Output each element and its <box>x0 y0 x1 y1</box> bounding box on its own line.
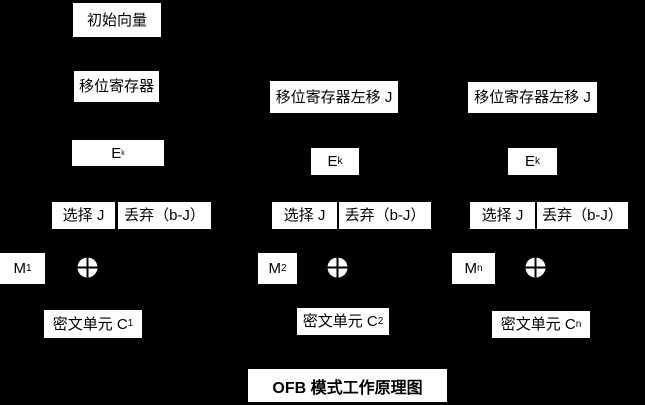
ciphertext-subscript-3: n <box>575 318 582 330</box>
message-label-3: M <box>464 260 477 277</box>
discard-box-2: 丢弃（b-J） <box>339 202 431 229</box>
message-subscript-1: 1 <box>25 262 32 274</box>
shift-register-box-1: 移位寄存器 <box>74 71 159 102</box>
ciphertext-label-2: 密文单元 C <box>302 313 378 330</box>
xor-icon-1 <box>77 257 98 278</box>
initial-vector-box: 初始向量 <box>73 3 161 37</box>
ciphertext-label-1: 密文单元 C <box>52 315 128 333</box>
diagram-title: OFB 模式工作原理图 <box>248 369 447 402</box>
select-box-1: 选择 J <box>52 202 115 229</box>
encrypt-subscript-2: k <box>337 155 343 167</box>
message-label-2: M <box>268 260 281 277</box>
message-subscript-3: n <box>476 262 483 274</box>
encrypt-label-3: E <box>524 153 535 170</box>
xor-icon-2 <box>327 257 348 278</box>
message-label-1: M <box>13 260 26 277</box>
discard-box-1: 丢弃（b-J） <box>118 202 211 229</box>
encrypt-subscript-3: k <box>535 155 540 167</box>
xor-icon-3 <box>525 257 546 278</box>
select-box-2: 选择 J <box>272 202 337 229</box>
ciphertext-subscript-2: 2 <box>377 315 384 327</box>
shift-register-box-3: 移位寄存器左移 J <box>468 82 597 113</box>
discard-box-3: 丢弃（b-J） <box>537 202 628 229</box>
encrypt-subscript-1: k <box>121 149 125 157</box>
ciphertext-subscript-1: 1 <box>127 318 134 329</box>
ciphertext-label-3: 密文单元 C <box>500 316 576 333</box>
encrypt-label-1: E <box>111 144 122 162</box>
select-box-3: 选择 J <box>470 202 535 229</box>
message-subscript-2: 2 <box>280 262 287 274</box>
shift-register-box-2: 移位寄存器左移 J <box>270 81 398 113</box>
encrypt-label-2: E <box>327 153 338 170</box>
